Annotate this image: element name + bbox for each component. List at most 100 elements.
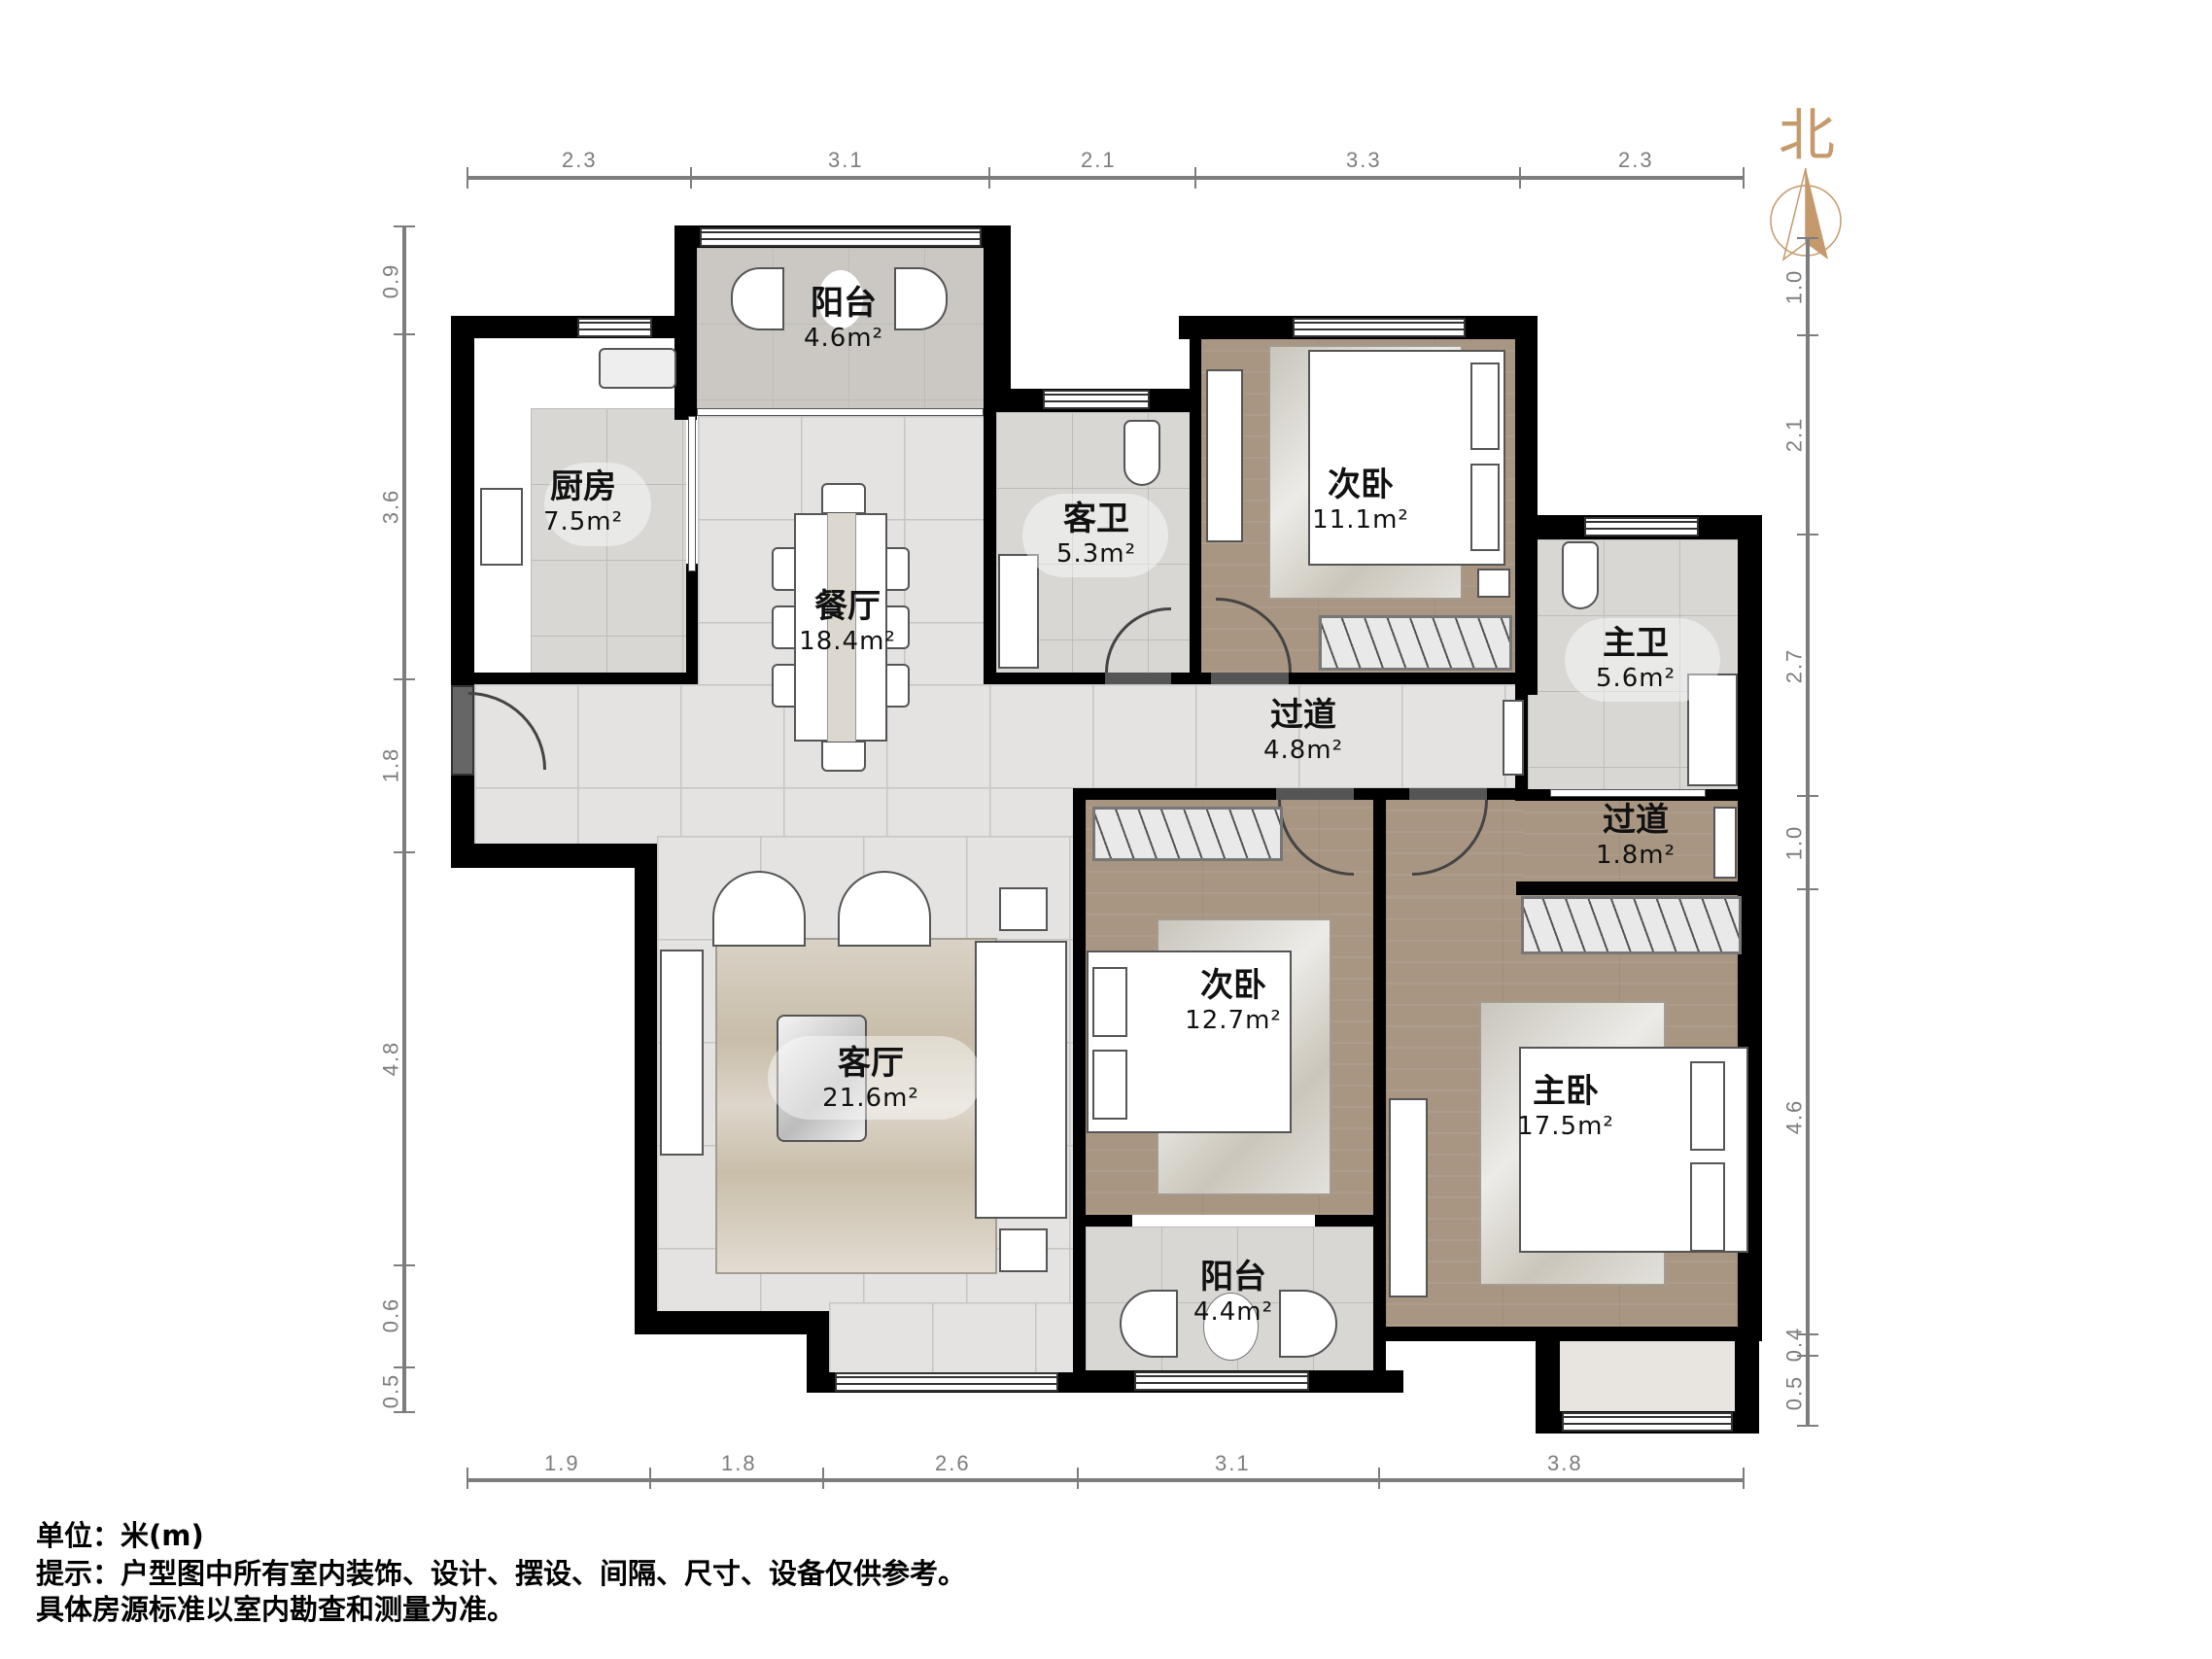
side-table-icon — [1203, 1293, 1259, 1361]
room-name: 餐厅 — [813, 587, 881, 626]
dim-tick — [1797, 795, 1818, 797]
pillow-icon — [1470, 464, 1500, 551]
wall — [1373, 1327, 1762, 1341]
dim-top-5: 2.3 — [1618, 148, 1654, 172]
vanity-icon — [1687, 674, 1738, 786]
dim-tick — [1519, 167, 1521, 189]
room-label-kitchen: 厨房 7.5m² — [543, 467, 623, 537]
dim-tick — [1378, 1468, 1380, 1489]
nightstand-icon — [1477, 569, 1510, 598]
dim-tick — [467, 1468, 468, 1489]
dim-bottom-3: 2.6 — [935, 1451, 971, 1475]
master-bedroom-door[interactable] — [1409, 788, 1487, 800]
dim-tick — [822, 1468, 824, 1489]
sofa-icon — [975, 941, 1067, 1219]
room-name: 过道 — [1269, 696, 1336, 735]
dim-tick — [1743, 167, 1745, 189]
bedroom-north-door[interactable] — [1211, 673, 1289, 684]
window — [700, 227, 982, 247]
label-glow — [1022, 494, 1168, 577]
room-name: 次卧 — [1327, 466, 1394, 504]
tv-cabinet-icon — [1206, 369, 1243, 542]
room-area: 12.7m² — [1185, 1006, 1282, 1035]
dim-bottom-2: 1.8 — [721, 1451, 757, 1475]
wall — [1373, 788, 1386, 1393]
dim-top-3: 2.1 — [1081, 148, 1117, 172]
dim-tick — [394, 333, 415, 335]
dim-tick — [394, 225, 415, 227]
room-name: 客厅 — [837, 1044, 904, 1083]
dim-top-2: 3.1 — [828, 148, 864, 172]
tv-cabinet-icon — [1389, 1098, 1428, 1297]
pillow-icon — [1092, 1050, 1127, 1120]
room-label-corridor-small: 过道 1.8m² — [1596, 801, 1676, 871]
wall — [674, 225, 697, 420]
dim-tick — [394, 1366, 415, 1368]
pillow-icon — [1690, 1162, 1725, 1252]
top-dimension-line — [467, 176, 1744, 180]
dining-chair-icon — [884, 664, 910, 708]
master-bay-floor — [1560, 1341, 1735, 1411]
room-name: 过道 — [1602, 801, 1669, 840]
window — [1584, 517, 1699, 536]
wardrobe-icon — [1521, 896, 1742, 954]
dim-tick — [1743, 1468, 1745, 1489]
table-runner — [827, 513, 856, 742]
dim-bottom-5: 3.8 — [1547, 1451, 1583, 1475]
label-glow — [768, 1036, 982, 1120]
armchair-icon — [731, 267, 784, 330]
room-label-bedroom-north: 次卧 11.1m² — [1312, 466, 1409, 536]
room-area: 4.8m² — [1262, 736, 1344, 765]
armchair-icon — [894, 267, 948, 330]
dim-tick — [1797, 237, 1818, 239]
room-name: 阳台 — [1199, 1258, 1266, 1296]
room-name: 客卫 — [1062, 500, 1129, 538]
room-label-master-bath: 主卫 5.6m² — [1596, 624, 1676, 694]
window — [1293, 318, 1466, 337]
right-dimension-line — [1806, 237, 1810, 1425]
window — [1043, 390, 1150, 409]
room-label-bedroom-south: 次卧 12.7m² — [1185, 966, 1282, 1036]
window — [577, 318, 652, 337]
wall — [451, 673, 698, 684]
sliding-door — [697, 408, 984, 416]
dim-tick — [1077, 1468, 1079, 1489]
armchair-icon — [712, 871, 806, 947]
pillow-icon — [1470, 363, 1500, 450]
dim-tick — [1797, 1425, 1818, 1427]
room-name: 次卧 — [1199, 966, 1266, 1005]
wall — [1086, 1215, 1132, 1227]
dim-tick — [649, 1468, 651, 1489]
armchair-icon — [1120, 1290, 1178, 1358]
toilet-icon — [1123, 420, 1160, 486]
bedroom-south-door[interactable] — [1276, 788, 1354, 800]
wall — [451, 844, 657, 868]
guest-bath-door[interactable] — [1105, 673, 1171, 684]
dim-tick — [988, 167, 990, 189]
side-table-icon — [999, 1228, 1048, 1272]
wardrobe-icon — [1319, 615, 1512, 671]
wall — [984, 225, 1011, 410]
armchair-icon — [838, 871, 931, 947]
wall — [1190, 316, 1201, 684]
dim-tick — [394, 851, 415, 853]
room-label-dining: 餐厅 18.4m² — [799, 587, 896, 657]
room-label-corridor-main: 过道 4.8m² — [1263, 696, 1343, 766]
kitchen-tile — [531, 408, 686, 673]
dim-top-4: 3.3 — [1346, 148, 1382, 172]
dim-tick — [1797, 534, 1818, 536]
dining-chair-icon — [772, 547, 797, 591]
side-table-icon — [999, 887, 1048, 931]
kitchen-sliding-door — [688, 416, 696, 571]
dim-tick — [467, 167, 468, 189]
vanity-icon — [998, 554, 1039, 669]
dim-tick — [690, 167, 692, 189]
unit-note: 单位：米(m) — [36, 1519, 204, 1552]
wall — [1516, 881, 1745, 895]
tv-cabinet-icon — [660, 950, 704, 1156]
dim-bottom-4: 3.1 — [1215, 1451, 1251, 1475]
measurement-note: 具体房源标准以室内勘查和测量为准。 — [36, 1593, 516, 1626]
dim-top-1: 2.3 — [562, 148, 598, 172]
kitchen-sink-icon — [599, 348, 676, 389]
wall — [686, 564, 698, 684]
